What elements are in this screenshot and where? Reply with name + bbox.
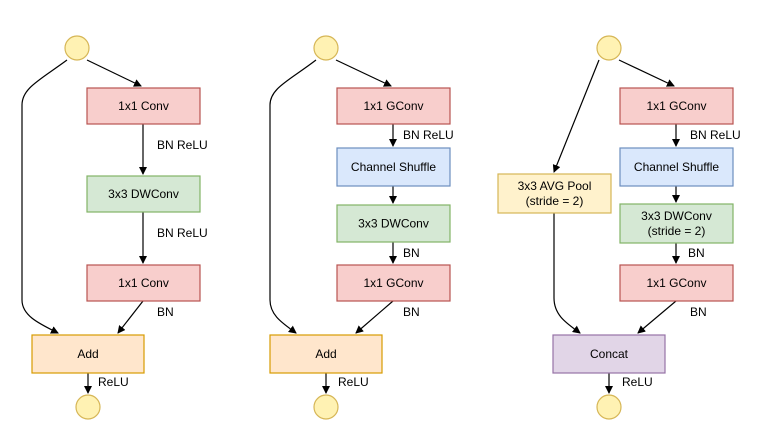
block1-label-bn-relu-1: BN ReLU [157, 138, 208, 152]
block1-input-node [64, 35, 90, 61]
block3-dwconv-node-label: (stride = 2) [648, 224, 706, 238]
block3-gconv1-node: 1x1 GConv [619, 87, 734, 125]
block3-concat-node-shape [552, 334, 666, 374]
block3-input-node [596, 35, 622, 61]
block2-shuffle-node: Channel Shuffle [336, 147, 451, 187]
block1-conv2-node-label: 1x1 Conv [118, 276, 169, 290]
block2-label-relu: ReLU [338, 375, 369, 389]
block1-edge-conv2-add [117, 300, 144, 334]
block2-add-node-shape [269, 334, 383, 374]
block2-shuffle-node-label: Channel Shuffle [351, 160, 437, 174]
block3-pool-node: 3x3 AVG Pool(stride = 2) [497, 173, 612, 214]
block1-add-node-shape [31, 334, 145, 374]
block3-shuffle-node-label: Channel Shuffle [634, 160, 720, 174]
block3-dwconv-node: 3x3 DWConv(stride = 2) [619, 203, 734, 244]
block2-dwconv-node-shape [336, 204, 451, 243]
block1-edge-shortcut [21, 59, 68, 334]
block3-label-bn-relu: BN ReLU [690, 128, 741, 142]
block3-label-relu: ReLU [622, 375, 653, 389]
block1-label-relu: ReLU [98, 375, 129, 389]
block2-edge-input-gconv1 [335, 59, 392, 87]
block2-gconv1-node: 1x1 GConv [336, 87, 451, 125]
block2-add-node: Add [269, 334, 383, 374]
block3-concat-node: Concat [552, 334, 666, 374]
block3-dwconv-node-shape [619, 203, 734, 244]
block2-edge-shortcut [269, 59, 317, 334]
block3-edge-pool-concat [553, 213, 581, 334]
block3-output-node [596, 394, 622, 420]
block1-edge-input-conv1 [86, 59, 142, 87]
block2-edge-gconv2-add [355, 300, 394, 334]
block3-label-bn-1: BN [688, 246, 705, 260]
block2-label-bn-2: BN [403, 305, 420, 319]
block3-edge-input-pool [552, 59, 600, 173]
block1-dwconv-node: 3x3 DWConv [86, 175, 201, 213]
block3-gconv1-node-label: 1x1 GConv [646, 99, 706, 113]
block3-pool-node-label: (stride = 2) [526, 194, 584, 208]
block3-edge-gconv2-concat [637, 300, 677, 334]
block3-gconv2-node-label: 1x1 GConv [646, 276, 706, 290]
block2-label-bn-1: BN [403, 246, 420, 260]
block3-pool-node-shape [497, 173, 612, 214]
block2-gconv2-node-label: 1x1 GConv [363, 276, 423, 290]
block2-label-bn-relu: BN ReLU [403, 128, 454, 142]
block2-add-node-label: Add [315, 347, 336, 361]
block2-dwconv-node-label: 3x3 DWConv [358, 217, 429, 231]
block1-dwconv-node-label: 3x3 DWConv [108, 187, 179, 201]
block2-output-node [313, 394, 339, 420]
block3-concat-node-label: Concat [590, 347, 629, 361]
block3-gconv2-node: 1x1 GConv [619, 264, 734, 302]
block1-conv2-node-shape [86, 264, 201, 302]
block1-conv1-node: 1x1 Conv [86, 87, 201, 125]
block2-gconv2-node-shape [336, 264, 451, 302]
block3-pool-node-label: 3x3 AVG Pool [518, 179, 592, 193]
block1-conv2-node: 1x1 Conv [86, 264, 201, 302]
block2-gconv2-node: 1x1 GConv [336, 264, 451, 302]
block2-gconv1-node-shape [336, 87, 451, 125]
block2-gconv1-node-label: 1x1 GConv [363, 99, 423, 113]
block3-label-bn-2: BN [690, 305, 707, 319]
block2-shuffle-node-shape [336, 147, 451, 187]
block3-shuffle-node-shape [619, 147, 734, 187]
block3-shuffle-node: Channel Shuffle [619, 147, 734, 187]
block1-conv1-node-shape [86, 87, 201, 125]
block1-add-node: Add [31, 334, 145, 374]
block2-input-node [313, 35, 339, 61]
block1-label-bn-relu-2: BN ReLU [157, 226, 208, 240]
block2-dwconv-node: 3x3 DWConv [336, 204, 451, 243]
block1-dwconv-node-shape [86, 175, 201, 213]
block1-label-bn: BN [157, 305, 174, 319]
block1-output-node [75, 394, 101, 420]
block3-gconv2-node-shape [619, 264, 734, 302]
block3-dwconv-node-label: 3x3 DWConv [641, 209, 712, 223]
block1-add-node-label: Add [77, 347, 98, 361]
block1-conv1-node-label: 1x1 Conv [118, 99, 169, 113]
block3-gconv1-node-shape [619, 87, 734, 125]
block3-edge-input-gconv1 [618, 59, 675, 87]
